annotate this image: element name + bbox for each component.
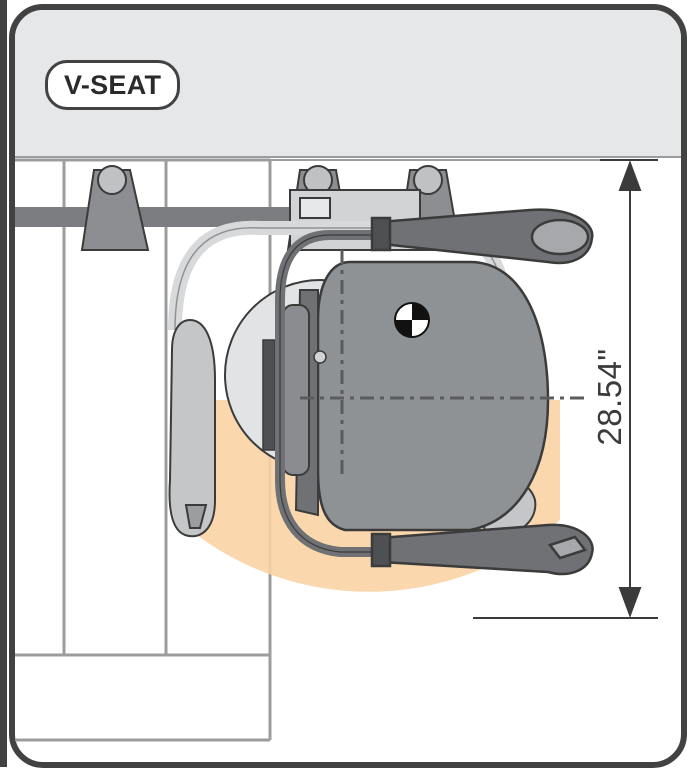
backrest-pad [282,304,310,476]
seat-cushion [316,260,550,532]
center-of-gravity-icon [394,302,430,338]
armrest-lower [370,523,594,576]
seat-type-badge: V-SEAT [45,60,181,110]
dimension-line [473,159,658,619]
header-band: V-SEAT [15,10,681,158]
left-edge-bar [0,0,7,767]
dimension-label: 28.54" [591,348,628,446]
armrest-upper [370,208,594,265]
seat-type-label: V-SEAT [64,69,162,100]
swivel-knob [313,350,327,364]
